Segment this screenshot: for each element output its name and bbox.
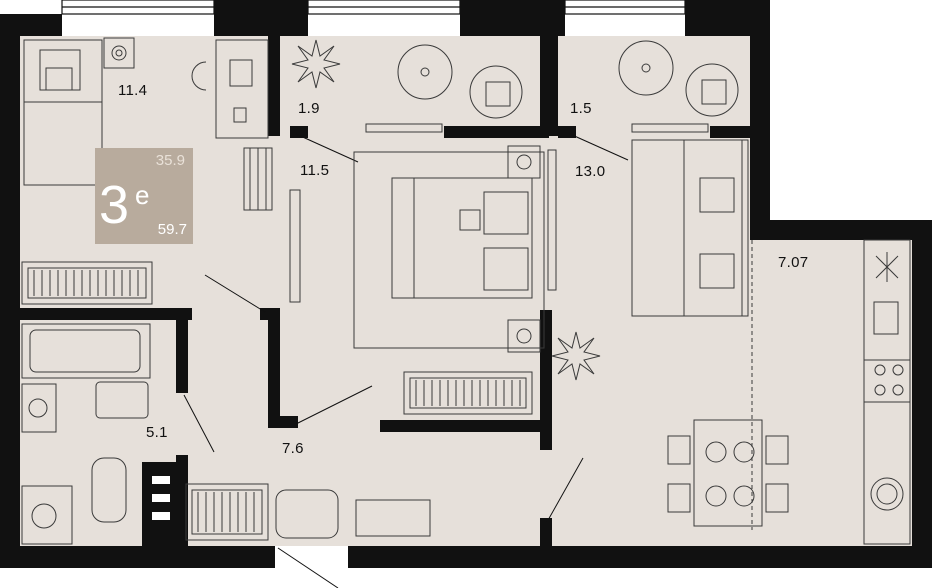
total-area-value: 35.9 xyxy=(155,152,185,169)
room-suffix: e xyxy=(135,180,150,210)
windows xyxy=(61,0,686,15)
room-area-balcony-1: 1.9 xyxy=(298,100,320,117)
walls xyxy=(0,0,932,568)
floor-fill xyxy=(20,36,912,546)
room-area-bedroom-1: 11.4 xyxy=(118,82,148,99)
room-area-hallway: 7.6 xyxy=(282,440,304,457)
plant-icon xyxy=(291,39,601,381)
living-area-value: 59.7 xyxy=(157,221,187,238)
room-area-bedroom-2: 11.5 xyxy=(300,162,330,179)
furniture xyxy=(21,37,911,545)
room-count: 3 xyxy=(99,175,130,235)
apartment-summary-badge: 35.9 3 e 59.7 xyxy=(95,148,193,244)
room-area-kitchen: 7.07 xyxy=(778,254,809,271)
door-swings xyxy=(183,133,629,588)
room-area-bathroom: 5.1 xyxy=(146,424,168,441)
room-area-balcony-2: 1.5 xyxy=(570,100,592,117)
room-area-living-room: 13.0 xyxy=(575,163,606,180)
